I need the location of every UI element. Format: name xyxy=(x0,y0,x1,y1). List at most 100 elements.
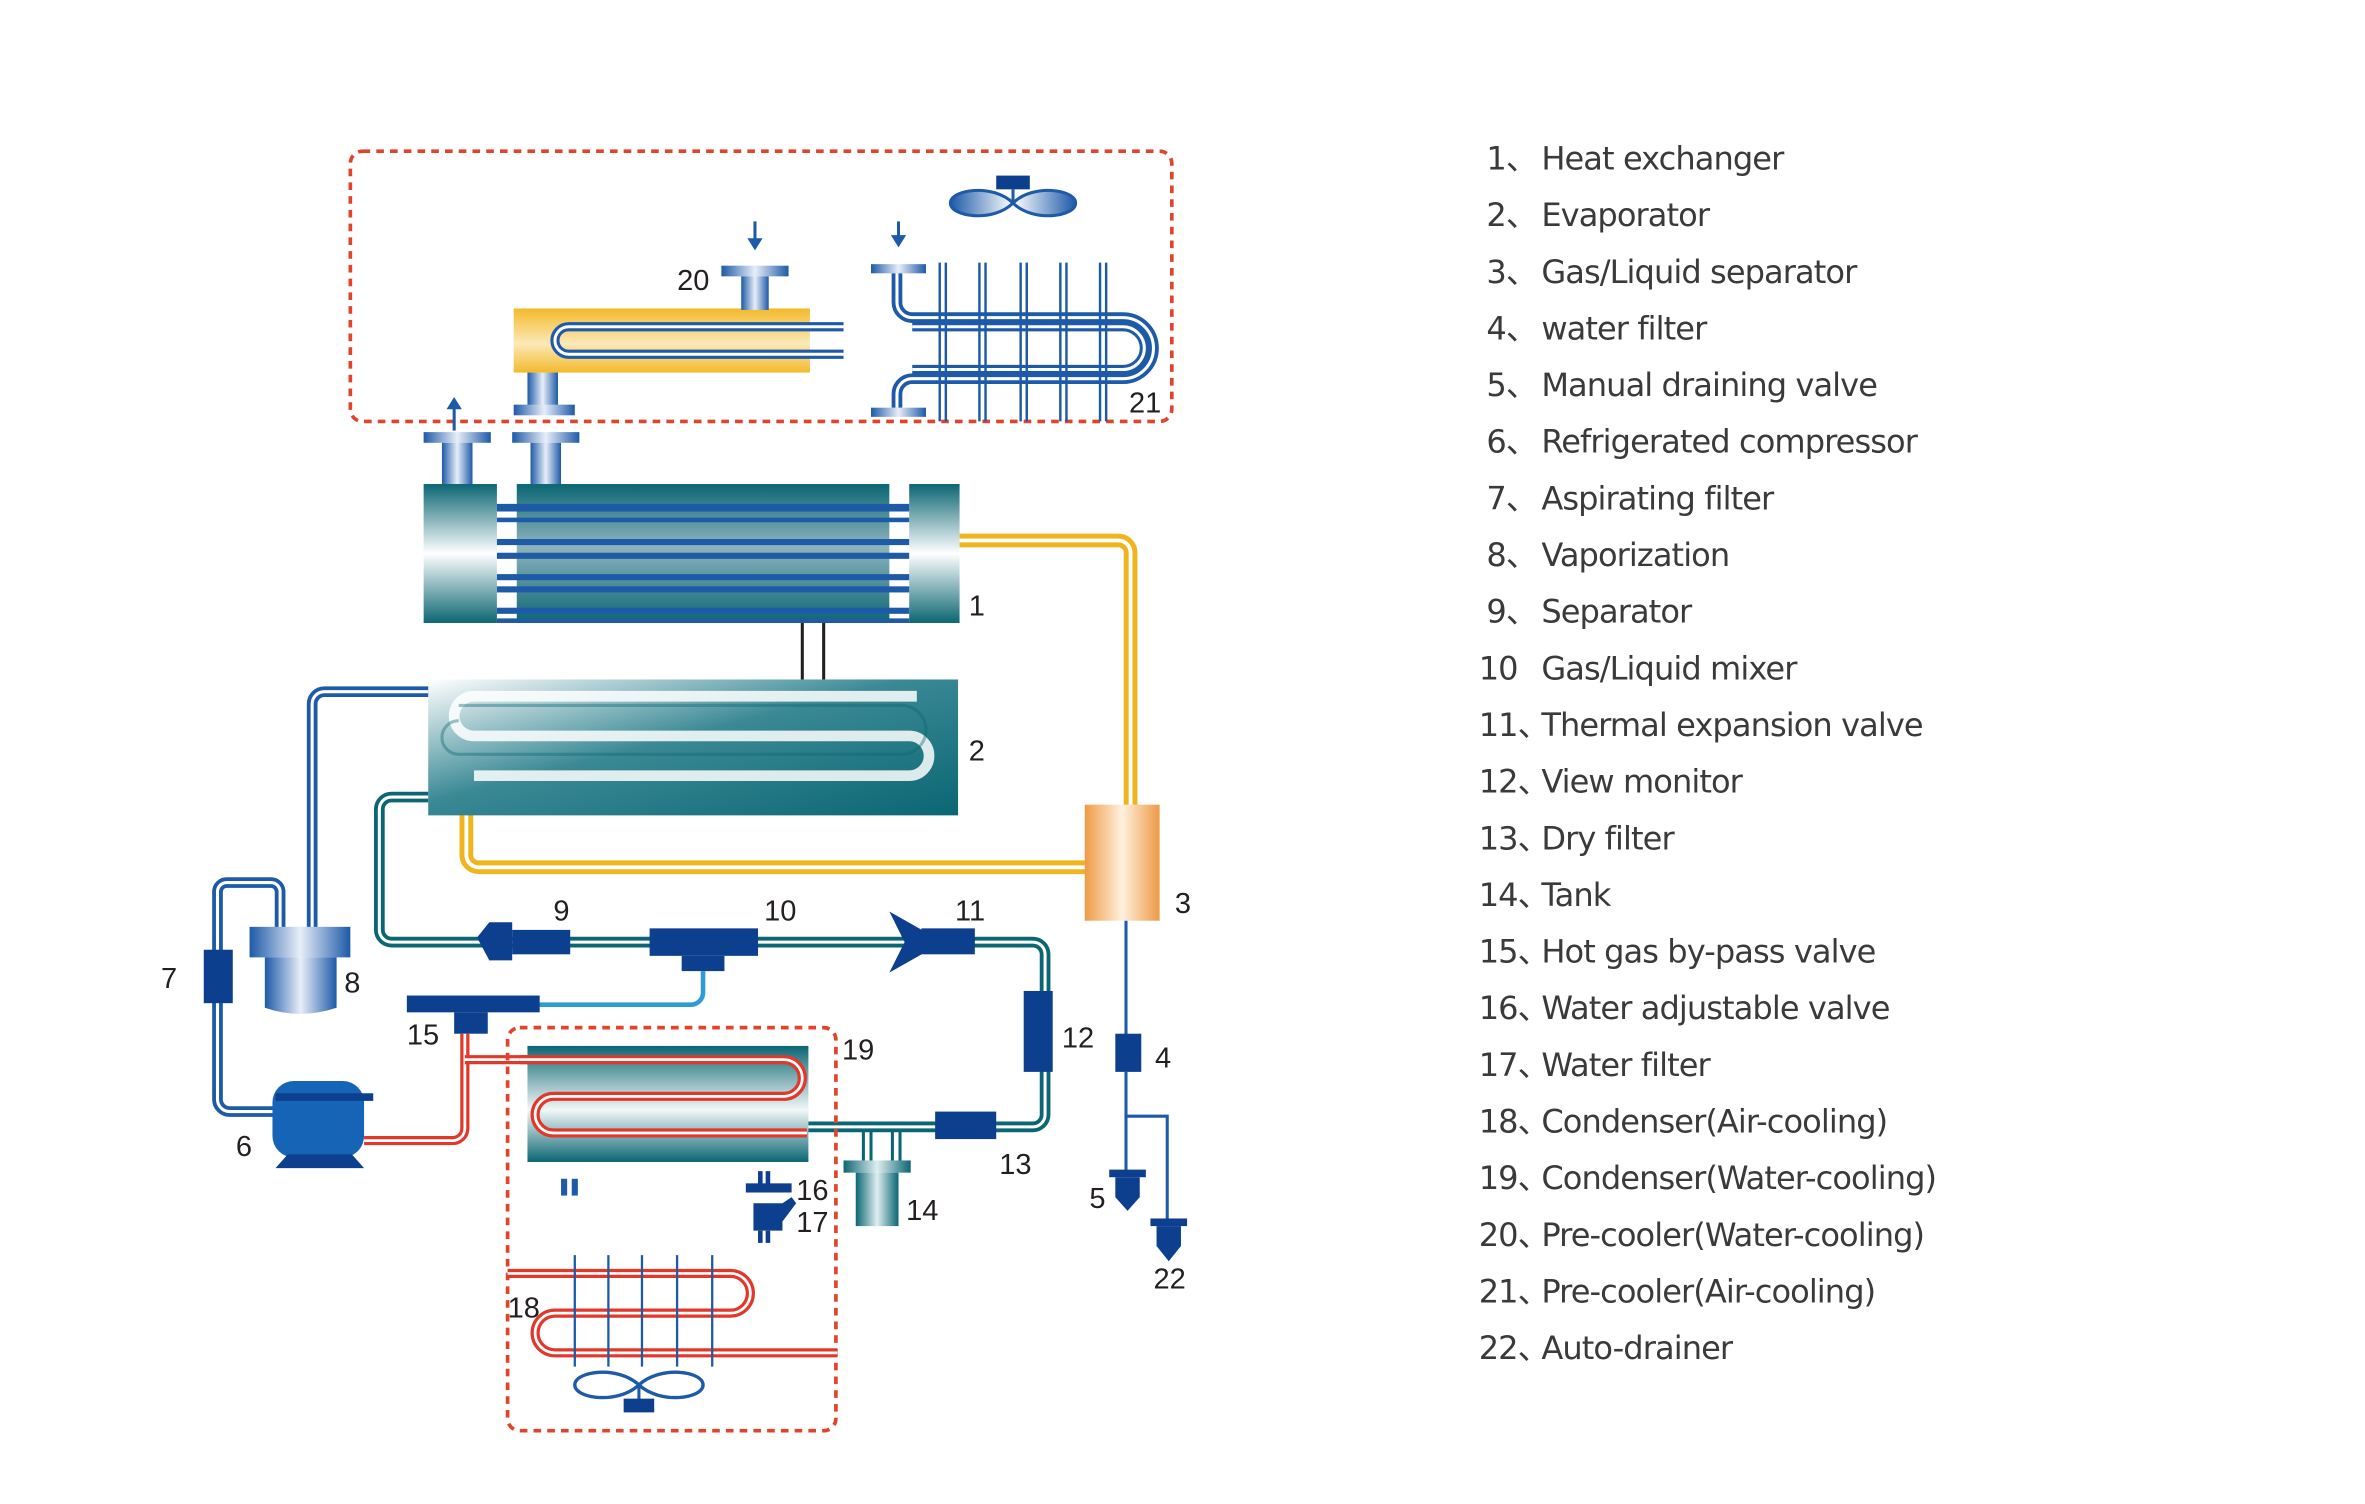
callout-20: 20 xyxy=(677,265,709,297)
legend-number: 4、 xyxy=(1486,309,1537,347)
callout-21: 21 xyxy=(1129,387,1161,419)
legend-label: Evaporator xyxy=(1541,196,1711,234)
legend-number: 2、 xyxy=(1486,196,1537,234)
legend-number: 18、 xyxy=(1479,1103,1549,1141)
dry-filter xyxy=(935,1111,997,1140)
callout-2: 2 xyxy=(969,735,985,767)
legend-item: 1、Heat exchanger xyxy=(1486,139,1786,177)
tank xyxy=(843,1160,911,1227)
legend-number: 21、 xyxy=(1479,1272,1549,1310)
legend-label: Heat exchanger xyxy=(1541,139,1785,177)
callout-labels: 1 2 3 4 5 6 7 8 9 10 11 12 13 14 15 16 1… xyxy=(161,265,1191,1325)
legend-label: Condenser(Water-cooling) xyxy=(1541,1159,1936,1197)
legend-item: 10 Gas/Liquid mixer xyxy=(1479,649,1799,687)
view-monitor xyxy=(1023,990,1053,1072)
legend-label: Gas/Liquid separator xyxy=(1541,253,1858,291)
legend-item: 9、Separator xyxy=(1486,593,1694,631)
legend-number: 17、 xyxy=(1479,1046,1549,1084)
legend-item: 12、View monitor xyxy=(1479,763,1745,801)
legend-number: 12、 xyxy=(1479,763,1549,801)
callout-4: 4 xyxy=(1155,1042,1171,1074)
vaporization xyxy=(249,926,351,1014)
yellow-pipe xyxy=(459,533,1138,875)
legend-label: Gas/Liquid mixer xyxy=(1541,649,1798,687)
callout-18: 18 xyxy=(508,1293,540,1325)
legend-number: 13、 xyxy=(1479,819,1549,857)
legend-number: 10 xyxy=(1479,649,1518,687)
down-arrow-icon xyxy=(747,221,763,251)
callout-14: 14 xyxy=(906,1195,938,1227)
legend-label: Thermal expansion valve xyxy=(1540,706,1923,744)
legend-number: 20、 xyxy=(1479,1216,1549,1254)
legend-label: Dry filter xyxy=(1541,819,1675,857)
legend-label: Auto-drainer xyxy=(1541,1329,1734,1367)
callout-8: 8 xyxy=(344,967,360,999)
legend-item: 3、Gas/Liquid separator xyxy=(1486,253,1859,291)
legend-item: 14、Tank xyxy=(1479,876,1613,914)
legend-label: Aspirating filter xyxy=(1541,479,1775,517)
refrigerated-compressor xyxy=(272,1081,374,1169)
water-adjustable-valve xyxy=(745,1171,792,1193)
legend-item: 2、Evaporator xyxy=(1486,196,1711,234)
gas-liquid-mixer xyxy=(538,928,759,1007)
legend-number: 6、 xyxy=(1486,423,1537,461)
legend-item: 16、Water adjustable valve xyxy=(1479,989,1891,1027)
legend-label: Separator xyxy=(1541,593,1693,631)
callout-16: 16 xyxy=(796,1175,828,1207)
legend-number: 3、 xyxy=(1486,253,1537,291)
legend-item: 21、Pre-cooler(Air-cooling) xyxy=(1479,1272,1876,1310)
down-arrow-icon xyxy=(890,221,907,248)
legend-item: 8、Vaporization xyxy=(1486,536,1730,574)
pre-cooler-water-cooling xyxy=(513,265,844,416)
callout-13: 13 xyxy=(999,1149,1031,1181)
callout-3: 3 xyxy=(1175,888,1191,920)
legend-number: 11、 xyxy=(1479,706,1549,744)
legend-number: 22、 xyxy=(1479,1329,1549,1367)
legend-item: 7、Aspirating filter xyxy=(1486,479,1776,517)
legend-item: 13、Dry filter xyxy=(1479,819,1677,857)
callout-19: 19 xyxy=(842,1035,874,1067)
callout-1: 1 xyxy=(969,590,985,622)
legend-label: Water adjustable valve xyxy=(1541,989,1889,1027)
legend-label: View monitor xyxy=(1541,763,1743,801)
legend-item: 18、Condenser(Air-cooling) xyxy=(1479,1103,1888,1141)
legend-label: Vaporization xyxy=(1541,536,1729,574)
water-filter-4 xyxy=(1115,1033,1169,1222)
legend-item: 11、Thermal expansion valve xyxy=(1479,706,1924,744)
legend-label: Manual draining valve xyxy=(1541,366,1877,404)
legend-item: 19、Condenser(Water-cooling) xyxy=(1479,1159,1937,1197)
callout-15: 15 xyxy=(407,1019,439,1051)
condenser-air-cooling xyxy=(507,1255,838,1367)
water-filter-17 xyxy=(753,1197,797,1243)
callout-5: 5 xyxy=(1089,1183,1105,1215)
gas-liquid-separator xyxy=(1084,804,1160,1039)
legend-number: 19、 xyxy=(1479,1159,1549,1197)
legend-label: Pre-cooler(Air-cooling) xyxy=(1541,1272,1875,1310)
callout-11: 11 xyxy=(955,896,985,928)
auto-drainer xyxy=(1150,1218,1188,1262)
pre-cooler-boundary xyxy=(348,149,1174,424)
legend-label: Refrigerated compressor xyxy=(1541,423,1918,461)
fan-icon xyxy=(948,175,1078,218)
legend-number: 7、 xyxy=(1486,479,1537,517)
pre-cooler-air-cooling xyxy=(871,262,1159,422)
legend-item: 22、Auto-drainer xyxy=(1479,1329,1735,1367)
callout-9: 9 xyxy=(553,896,569,928)
legend-label: Water filter xyxy=(1541,1046,1711,1084)
legend-number: 9、 xyxy=(1486,593,1537,631)
legend-number: 5、 xyxy=(1486,366,1537,404)
legend-item: 6、Refrigerated compressor xyxy=(1486,423,1919,461)
legend: 1、Heat exchanger2、Evaporator3、Gas/Liquid… xyxy=(1479,139,1937,1367)
thermal-expansion-valve xyxy=(889,911,975,973)
legend-item: 20、Pre-cooler(Water-cooling) xyxy=(1479,1216,1925,1254)
heat-exchanger xyxy=(423,396,960,680)
legend-label: Condenser(Air-cooling) xyxy=(1541,1103,1887,1141)
hot-gas-bypass-valve xyxy=(406,995,540,1034)
legend-number: 1、 xyxy=(1486,139,1537,177)
suction-pipe xyxy=(212,686,429,1117)
separator-9 xyxy=(477,922,571,961)
legend-number: 15、 xyxy=(1479,933,1549,971)
legend-label: Hot gas by-pass valve xyxy=(1541,933,1875,971)
evaporator xyxy=(428,679,959,816)
